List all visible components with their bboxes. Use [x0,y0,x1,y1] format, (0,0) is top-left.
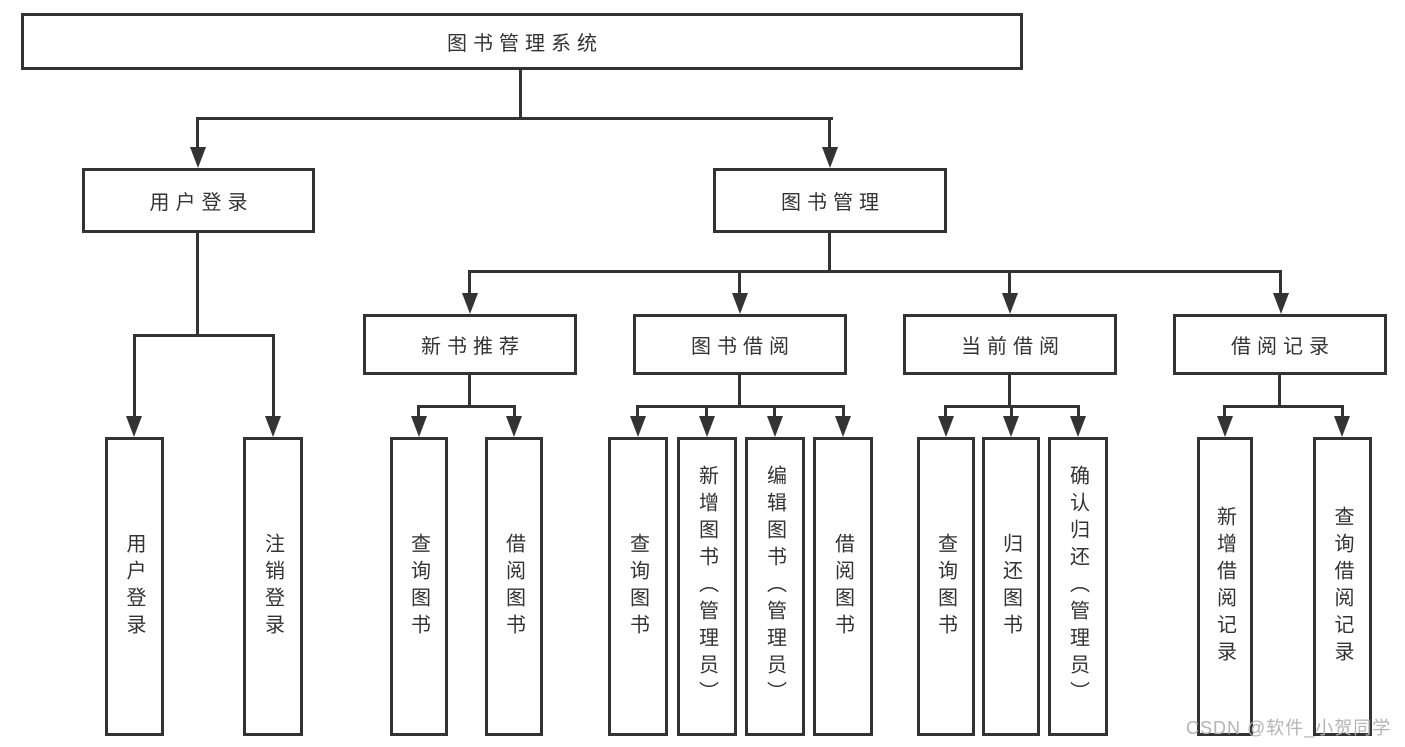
connector-line [133,334,136,416]
connector-line [636,405,639,418]
connector-line [1223,405,1226,418]
connector-line [1077,405,1080,418]
leaf-edit-book-admin: 编辑图书（管理员） [745,437,805,736]
arrow-down-icon [732,293,748,314]
leaf-query-borrow-record-label: 查询借阅记录 [1331,505,1353,668]
connector-line [1010,405,1013,418]
arrow-down-icon [835,416,851,437]
node-user-login-label: 用户登录 [149,192,254,214]
leaf-add-book-admin: 新增图书（管理员） [677,437,737,736]
leaf-return-book: 归还图书 [982,437,1040,736]
connector-line [773,405,776,418]
arrow-down-icon [1273,293,1289,314]
node-book-borrow: 图书借阅 [633,314,847,375]
connector-line [944,405,947,418]
leaf-confirm-return-admin: 确认归还（管理员） [1048,437,1108,736]
leaf-user-login-label: 用户登录 [123,532,145,641]
node-root: 图书管理系统 [21,13,1023,70]
leaf-add-book-admin-label: 新增图书（管理员） [695,465,718,708]
connector-line [1223,405,1344,408]
leaf-query-book-3: 查询图书 [917,437,975,736]
leaf-query-borrow-record: 查询借阅记录 [1313,437,1372,736]
node-book-borrow-label: 图书借阅 [691,336,795,358]
arrow-down-icon [411,416,427,437]
connector-line [1008,270,1011,294]
leaf-user-login: 用户登录 [105,437,164,736]
connector-line [272,334,275,416]
arrow-down-icon [506,416,522,437]
node-current-borrow: 当前借阅 [903,314,1117,375]
connector-line [828,233,831,273]
connector-line [196,117,199,148]
arrow-down-icon [1002,293,1018,314]
leaf-query-book-2: 查询图书 [608,437,668,736]
connector-line [1279,270,1282,294]
node-user-login: 用户登录 [82,168,315,233]
connector-line [519,70,522,118]
leaf-return-book-label: 归还图书 [999,532,1022,641]
arrow-down-icon [1334,416,1350,437]
arrow-down-icon [190,147,206,168]
leaf-borrow-book-1: 借阅图书 [485,437,543,736]
leaf-query-book-1-label: 查询图书 [407,532,430,641]
connector-line [1008,375,1011,408]
connector-line [468,375,471,408]
connector-line [738,270,741,294]
node-root-label: 图书管理系统 [447,33,603,55]
node-book-management-label: 图书管理 [781,192,885,214]
node-current-borrow-label: 当前借阅 [961,336,1065,358]
connector-line [468,270,471,294]
arrow-down-icon [699,416,715,437]
leaf-query-book-1: 查询图书 [390,437,448,736]
connector-line [1341,405,1344,418]
leaf-confirm-return-admin-label: 确认归还（管理员） [1066,465,1089,708]
connector-line [468,270,1282,273]
arrow-down-icon [126,416,142,437]
arrow-down-icon [630,416,646,437]
leaf-borrow-book-1-label: 借阅图书 [502,532,525,641]
connector-line [196,117,833,120]
arrow-down-icon [1003,416,1019,437]
connector-line [828,117,831,148]
leaf-query-book-3-label: 查询图书 [934,532,957,641]
arrow-down-icon [265,416,281,437]
connector-line [513,405,516,418]
arrow-down-icon [462,293,478,314]
connector-line [1278,375,1281,408]
leaf-logout: 注销登录 [243,437,303,736]
connector-line [842,405,845,418]
connector-line [417,405,420,418]
connector-line [705,405,708,418]
node-borrow-records-label: 借阅记录 [1231,336,1335,358]
leaf-edit-book-admin-label: 编辑图书（管理员） [763,465,786,708]
arrow-down-icon [1217,416,1233,437]
connector-line [417,405,516,408]
leaf-add-borrow-record-label: 新增借阅记录 [1213,505,1236,668]
arrow-down-icon [938,416,954,437]
leaf-borrow-book-2: 借阅图书 [813,437,873,736]
connector-line [196,233,199,337]
connector-line [636,405,845,408]
csdn-watermark: CSDN @软件_小贺同学 [1186,718,1392,738]
node-book-management: 图书管理 [713,168,947,233]
node-new-book-recommend-label: 新书推荐 [421,336,525,358]
leaf-query-book-2-label: 查询图书 [626,532,649,641]
leaf-logout-label: 注销登录 [261,532,284,641]
arrow-down-icon [822,147,838,168]
arrow-down-icon [1070,416,1086,437]
arrow-down-icon [767,416,783,437]
leaf-borrow-book-2-label: 借阅图书 [831,532,854,641]
node-new-book-recommend: 新书推荐 [363,314,577,375]
node-borrow-records: 借阅记录 [1173,314,1387,375]
connector-line [738,375,741,408]
leaf-add-borrow-record: 新增借阅记录 [1197,437,1253,736]
connector-line [133,334,275,337]
